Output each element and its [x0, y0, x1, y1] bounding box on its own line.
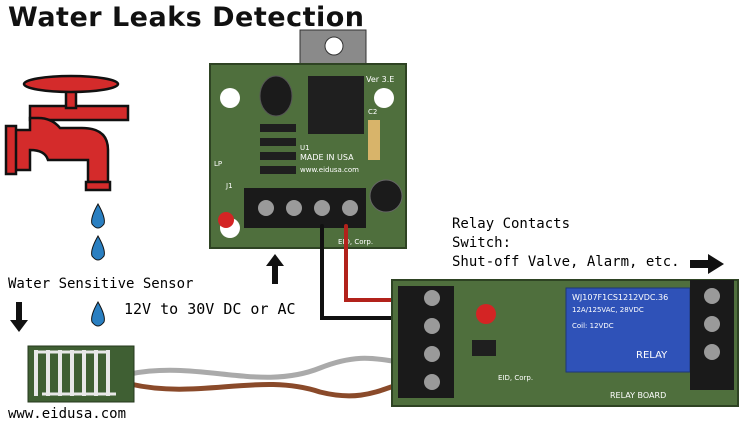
arrow-up-icon	[266, 254, 284, 284]
relay-model: WJ107F1CS1212VDC.36	[572, 293, 668, 302]
board-version: Ver 3.E	[366, 75, 394, 84]
relay-board-label: RELAY BOARD	[610, 391, 666, 400]
relay-label-line1: Relay Contacts	[452, 216, 571, 232]
page-title: Water Leaks Detection	[8, 2, 365, 33]
relay-rating: 12A/125VAC, 28VDC	[572, 306, 644, 314]
sensor-label: Water Sensitive Sensor	[8, 276, 194, 292]
power-board-text: Ver 3.E MADE IN USA www.eidusa.com J1 LP…	[214, 75, 394, 246]
wires	[127, 224, 403, 399]
arrow-right-icon	[690, 254, 724, 274]
power-input-label: 12V to 30V DC or AC	[124, 300, 296, 318]
board-led: LP	[214, 160, 222, 168]
relay-label-line2: Switch:	[452, 235, 512, 251]
relay-coil: Coil: 12VDC	[572, 322, 614, 330]
board-diode: U1	[300, 144, 310, 152]
relay-board	[391, 279, 739, 407]
relay-word: RELAY	[636, 350, 668, 361]
relay-board-text: WJ107F1CS1212VDC.36 12A/125VAC, 28VDC Co…	[498, 293, 668, 400]
relay-maker: EID, Corp.	[498, 374, 533, 382]
power-board	[209, 29, 407, 249]
board-site: www.eidusa.com	[300, 166, 359, 174]
faucet-icon	[4, 74, 130, 192]
relay-label-line3: Shut-off Valve, Alarm, etc.	[452, 254, 680, 270]
board-made-in: MADE IN USA	[300, 153, 354, 162]
water-sensor	[27, 345, 135, 403]
water-drop-icon	[91, 202, 105, 327]
website-label: www.eidusa.com	[8, 406, 127, 422]
arrow-down-icon	[10, 302, 28, 332]
board-cap: C2	[368, 108, 377, 116]
board-maker: EID, Corp.	[338, 238, 373, 246]
board-connector: J1	[225, 182, 233, 190]
relay-contacts-label: Relay Contacts Switch: Shut-off Valve, A…	[452, 215, 680, 272]
